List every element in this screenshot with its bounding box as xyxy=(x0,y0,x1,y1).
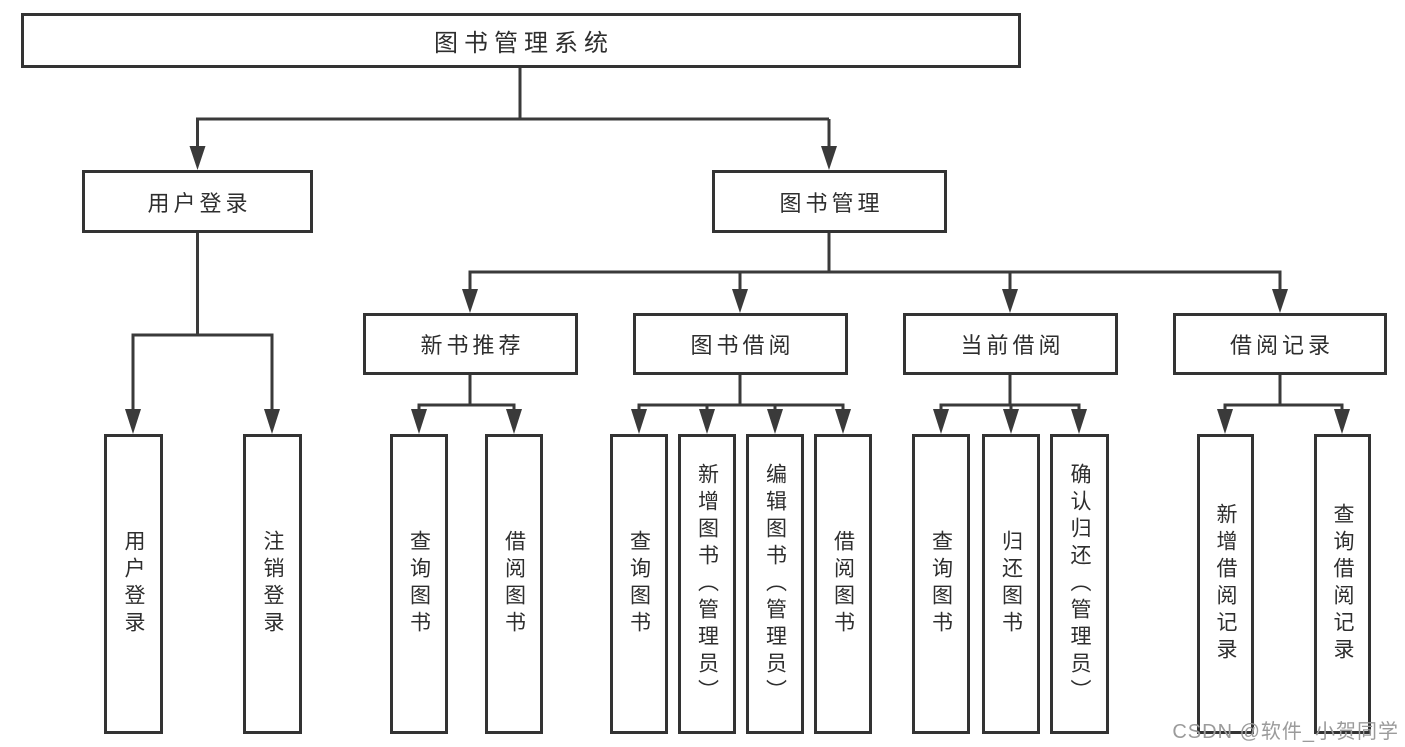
leaf-add-borrow-record-label: 新增借阅记录 xyxy=(1214,503,1237,665)
leaf-add-borrow-record: 新增借阅记录 xyxy=(1197,434,1254,734)
csdn-watermark: CSDN @软件_小贺同学 xyxy=(1172,721,1399,743)
leaf-return-book-label: 归还图书 xyxy=(999,530,1023,638)
node-new-book-recommend: 新书推荐 xyxy=(363,313,578,375)
leaf-query-book-recommend: 查询图书 xyxy=(390,434,448,734)
leaf-query-borrow-record-label: 查询借阅记录 xyxy=(1331,503,1354,665)
leaf-edit-book-admin-label: 编辑图书（管理员） xyxy=(763,462,787,706)
leaf-user-login: 用户登录 xyxy=(104,434,163,734)
leaf-query-book-current: 查询图书 xyxy=(912,434,970,734)
leaf-query-book-recommend-label: 查询图书 xyxy=(407,530,431,638)
leaf-add-book-admin: 新增图书（管理员） xyxy=(678,434,736,734)
leaf-query-book-borrow: 查询图书 xyxy=(610,434,668,734)
leaf-logout-label: 注销登录 xyxy=(261,530,284,638)
node-borrow-record: 借阅记录 xyxy=(1173,313,1387,375)
leaf-borrow-book-label: 借阅图书 xyxy=(831,530,855,638)
node-current-borrow: 当前借阅 xyxy=(903,313,1118,375)
leaf-add-book-admin-label: 新增图书（管理员） xyxy=(695,462,719,706)
connector-stems xyxy=(131,67,1344,413)
node-book-management: 图书管理 xyxy=(712,170,947,233)
leaf-user-login-label: 用户登录 xyxy=(122,530,145,638)
leaf-confirm-return-admin-label: 确认归还（管理员） xyxy=(1068,462,1091,706)
leaf-query-borrow-record: 查询借阅记录 xyxy=(1314,434,1371,734)
leaf-borrow-book: 借阅图书 xyxy=(814,434,872,734)
leaf-borrow-book-recommend-label: 借阅图书 xyxy=(502,530,526,638)
node-book-borrow: 图书借阅 xyxy=(633,313,848,375)
node-user-login: 用户登录 xyxy=(82,170,313,233)
leaf-logout: 注销登录 xyxy=(243,434,302,734)
leaf-return-book: 归还图书 xyxy=(982,434,1040,734)
leaf-query-book-current-label: 查询图书 xyxy=(929,530,953,638)
leaf-confirm-return-admin: 确认归还（管理员） xyxy=(1050,434,1109,734)
leaf-edit-book-admin: 编辑图书（管理员） xyxy=(746,434,804,734)
node-root: 图书管理系统 xyxy=(21,13,1021,68)
leaf-borrow-book-recommend: 借阅图书 xyxy=(485,434,543,734)
arrowheads xyxy=(125,146,1350,434)
leaf-query-book-borrow-label: 查询图书 xyxy=(627,530,651,638)
